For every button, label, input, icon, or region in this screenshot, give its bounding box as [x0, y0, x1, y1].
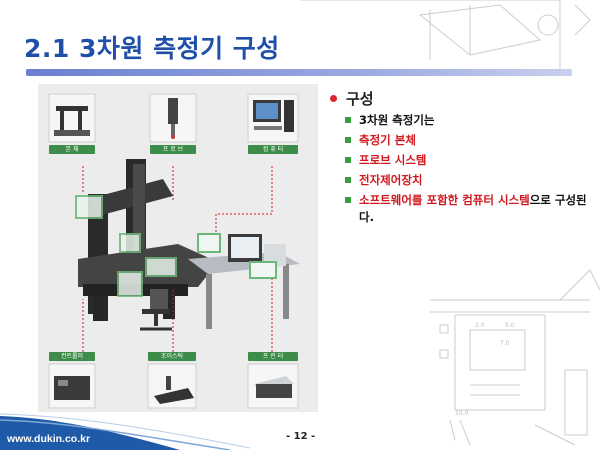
bullet-item-text: 3차원 측정기는: [359, 113, 435, 127]
website-link[interactable]: www.dukin.co.kr: [7, 433, 91, 445]
chair: [140, 289, 172, 331]
bullet-item-text: 프로브 시스템: [359, 153, 427, 167]
bullet-item-text: 측정기 본체: [359, 133, 416, 147]
svg-text:7.0: 7.0: [500, 340, 510, 347]
caption-printer: 프 린 터: [248, 352, 298, 361]
main-bullet: 구성: [330, 88, 590, 109]
red-bullet-icon: [330, 95, 337, 102]
caption-computer: 컴 퓨 터: [248, 145, 298, 154]
bullet-item: 프로브 시스템: [343, 152, 590, 169]
green-square-icon: [345, 177, 351, 183]
page-number: - 12 -: [286, 431, 316, 442]
green-square-icon: [345, 117, 351, 123]
svg-text:5.0: 5.0: [505, 322, 515, 329]
caption-probe: 프 로 브: [150, 145, 196, 154]
caption-controller: 컨트롤러: [49, 352, 95, 361]
footer-wave: [0, 413, 250, 450]
green-square-icon: [345, 197, 351, 203]
cmm-system-figure: 본 체 프 로 브 컴 퓨 터 컨트롤러 조이스틱 프 린 터: [38, 84, 318, 412]
bullet-item-text-black: 으로 구성된다.: [359, 193, 587, 224]
caption-body: 본 체: [49, 145, 95, 154]
bullet-item: 측정기 본체: [343, 132, 590, 149]
thumbnail-joystick: [147, 363, 197, 409]
thumbnail-computer: [247, 93, 299, 143]
thumbnail-probe: [149, 93, 197, 143]
thumbnail-controller: [48, 363, 96, 409]
content-bullets: 구성 3차원 측정기는 측정기 본체 프로브 시스템 전자제어장치 소프트웨어를…: [330, 88, 590, 226]
green-square-icon: [345, 157, 351, 163]
bullet-item: 전자제어장치: [343, 172, 590, 189]
svg-text:2.0: 2.0: [475, 322, 485, 329]
bullet-item-text-red: 소프트웨어를 포함한 컴퓨터 시스템: [359, 193, 530, 207]
bullet-item-text: 전자제어장치: [359, 173, 423, 187]
svg-text:10.0: 10.0: [455, 410, 469, 417]
thumbnail-printer: [247, 363, 299, 409]
bullet-heading: 구성: [346, 90, 374, 108]
bullet-item: 3차원 측정기는: [343, 112, 590, 129]
bullet-item: 소프트웨어를 포함한 컴퓨터 시스템으로 구성된다.: [343, 192, 590, 226]
caption-joystick: 조이스틱: [148, 352, 196, 361]
cmm-illustration: [48, 93, 300, 409]
thumbnail-body: [48, 93, 96, 143]
green-square-icon: [345, 137, 351, 143]
slide-title: 2.1 3차원 측정기 구성: [24, 34, 280, 63]
title-underline: [26, 69, 572, 76]
computer-desk: [188, 233, 300, 329]
